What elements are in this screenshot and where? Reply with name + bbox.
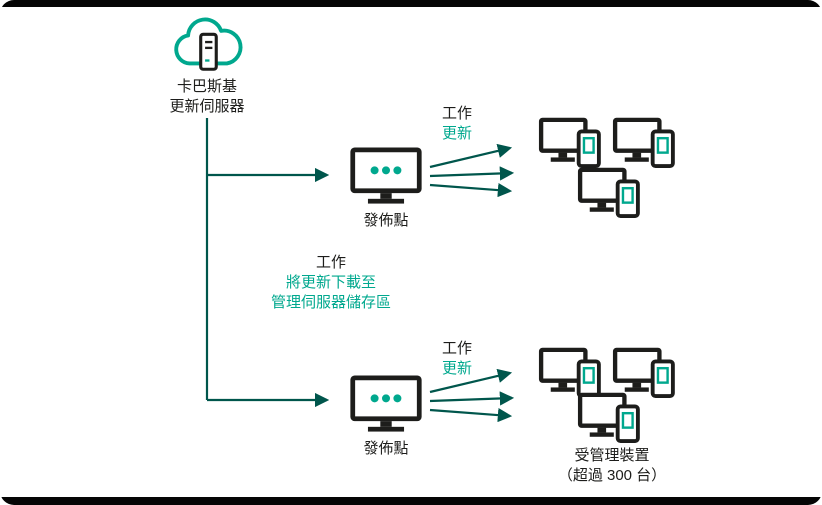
update-server-label-line1: 卡巴斯基 [176, 78, 238, 95]
distribution-point-bottom-label: 發佈點 [363, 440, 409, 457]
bottom-border-bar [0, 497, 822, 505]
task-title: 工作 [442, 340, 473, 357]
managed-devices-caption: 受管理裝置 （超過 300 台） [558, 446, 666, 486]
distribution-point-monitor-icon [348, 146, 424, 207]
task-title: 工作 [315, 254, 347, 271]
update-server-label: 卡巴斯基 更新伺服器 [169, 77, 244, 117]
distribution-point-monitor-icon [348, 374, 424, 435]
managed-devices-caption-line1: 受管理裝置 [574, 447, 650, 464]
task-download-label: 工作 將更新下載至 管理伺服器儲存區 [271, 253, 391, 313]
managed-devices-caption-line2: （超過 300 台） [557, 467, 667, 484]
managed-device-icon [538, 117, 602, 169]
managed-device-icon [577, 392, 641, 444]
task-update-top-label: 工作 更新 [442, 104, 472, 144]
update-server-label-line2: 更新伺服器 [169, 98, 245, 115]
cloud-server-icon [169, 10, 247, 78]
managed-device-icon [612, 117, 676, 169]
managed-device-icon [612, 347, 676, 399]
managed-device-icon [577, 167, 641, 219]
task-update-bottom-label: 工作 更新 [442, 339, 472, 379]
top-border-bar [0, 0, 822, 7]
task-value: 更新 [442, 125, 473, 142]
task-download-line1: 將更新下載至 [285, 274, 377, 291]
task-download-line2: 管理伺服器儲存區 [270, 294, 392, 311]
task-value: 更新 [442, 360, 473, 377]
distribution-point-top-label: 發佈點 [363, 212, 409, 229]
task-title: 工作 [442, 105, 473, 122]
